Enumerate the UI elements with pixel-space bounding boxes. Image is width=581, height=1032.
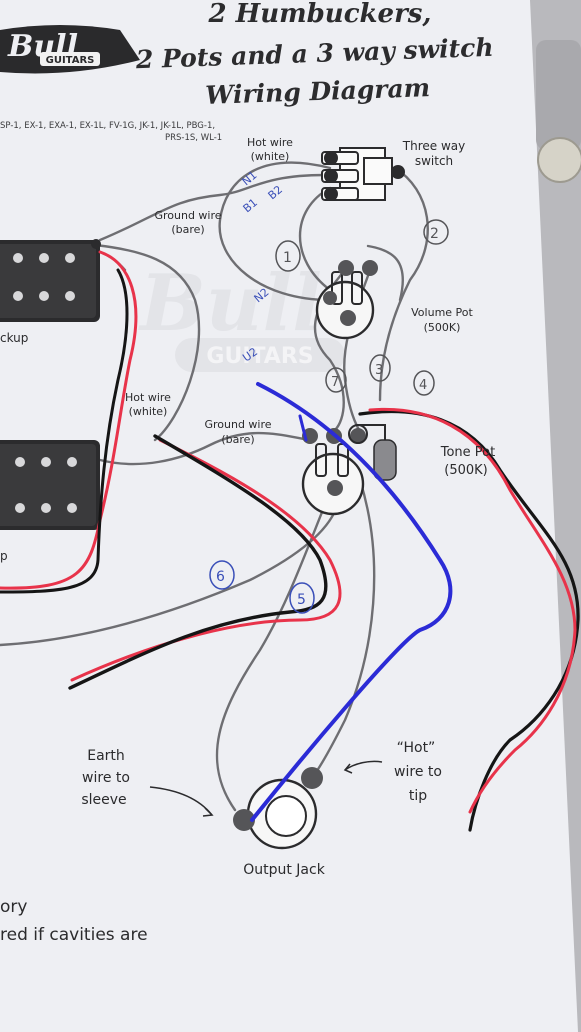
brand-logo-bottom: GUITARS: [46, 55, 95, 66]
models-line-1: SP-1, EX-1, EXA-1, EX-1L, FV-1G, JK-1, J…: [0, 121, 215, 131]
red-wire-tone: [368, 407, 577, 814]
hand-numbers: [209, 219, 449, 614]
hot-wire-mid-label: Hot wire: [125, 391, 171, 404]
output-jack: [233, 767, 323, 850]
bridge-pickup-label: p: [0, 549, 8, 563]
bridge-pickup: [0, 440, 100, 530]
hot-tip-label-3: tip: [409, 788, 427, 804]
number-2: 2: [430, 226, 439, 242]
footer-line-2: red if cavities are: [0, 925, 148, 945]
black-wire-bridge: [68, 434, 328, 690]
grey-wire: [93, 243, 201, 442]
grey-wire: [378, 166, 429, 402]
ground-wire-top-sub: (bare): [171, 223, 204, 236]
grey-wire: [0, 488, 342, 647]
hot-tip-label-1: “Hot”: [397, 740, 436, 756]
blue-wire-end: [298, 414, 308, 442]
grey-wire: [215, 478, 337, 812]
grey-wire: [366, 244, 405, 302]
number-7: 7: [331, 375, 339, 390]
earth-label-1: Earth: [87, 748, 125, 764]
watermark-text: Bull: [138, 258, 322, 349]
annotation-arrows: [149, 760, 383, 817]
grey-wire: [218, 161, 332, 302]
number-6: 6: [216, 569, 225, 585]
grey-wire: [310, 478, 376, 780]
title-line-1: 2 Humbuckers,: [208, 0, 432, 29]
hot-wire-top-sub: (white): [251, 150, 290, 163]
black-wire-tone: [358, 410, 580, 832]
tone-capacitor: [348, 424, 397, 481]
brand-logo: Bull GUITARS: [0, 25, 140, 74]
earth-label-2: wire to: [82, 770, 130, 786]
brand-watermark: Bull GUITARS: [138, 258, 345, 372]
earth-label-3: sleeve: [81, 792, 126, 808]
number-3: 3: [375, 363, 383, 378]
red-wire-neck: [0, 250, 138, 590]
neck-pickup: [0, 239, 101, 322]
grey-wire: [98, 431, 312, 466]
blue-wire: [250, 382, 453, 822]
hot-wire-mid-sub: (white): [129, 405, 168, 418]
tone-pot: [301, 428, 366, 516]
number-4: 4: [419, 378, 427, 393]
volume-pot: [315, 260, 378, 340]
three-way-sub: switch: [415, 154, 453, 168]
volume-pot-sub: (500K): [424, 321, 461, 334]
three-way-label: Three way: [402, 139, 465, 153]
tone-pot-label: Tone Pot: [440, 445, 495, 460]
volume-pot-label: Volume Pot: [411, 306, 473, 319]
watermark-sub: GUITARS: [206, 344, 313, 369]
hot-wire-top-label: Hot wire: [247, 136, 293, 149]
ground-wire-mid-sub: (bare): [221, 433, 254, 446]
background-hardware: [536, 40, 581, 183]
output-jack-label: Output Jack: [243, 862, 325, 878]
black-wire-neck: [0, 268, 129, 594]
models-line-2: PRS-1S, WL-1: [165, 133, 222, 143]
grey-wire: [298, 186, 332, 292]
number-1: 1: [283, 250, 292, 266]
neck-pickup-label: ckup: [0, 331, 28, 345]
grey-wire: [98, 173, 327, 242]
ground-wire-top-label: Ground wire: [154, 209, 221, 222]
number-5: 5: [297, 592, 306, 608]
footer-line-1: ory: [0, 897, 27, 917]
three-way-switch: [321, 147, 405, 201]
tone-pot-sub: (500K): [444, 463, 487, 478]
hot-tip-label-2: wire to: [394, 764, 442, 780]
ground-wire-mid-label: Ground wire: [204, 418, 271, 431]
